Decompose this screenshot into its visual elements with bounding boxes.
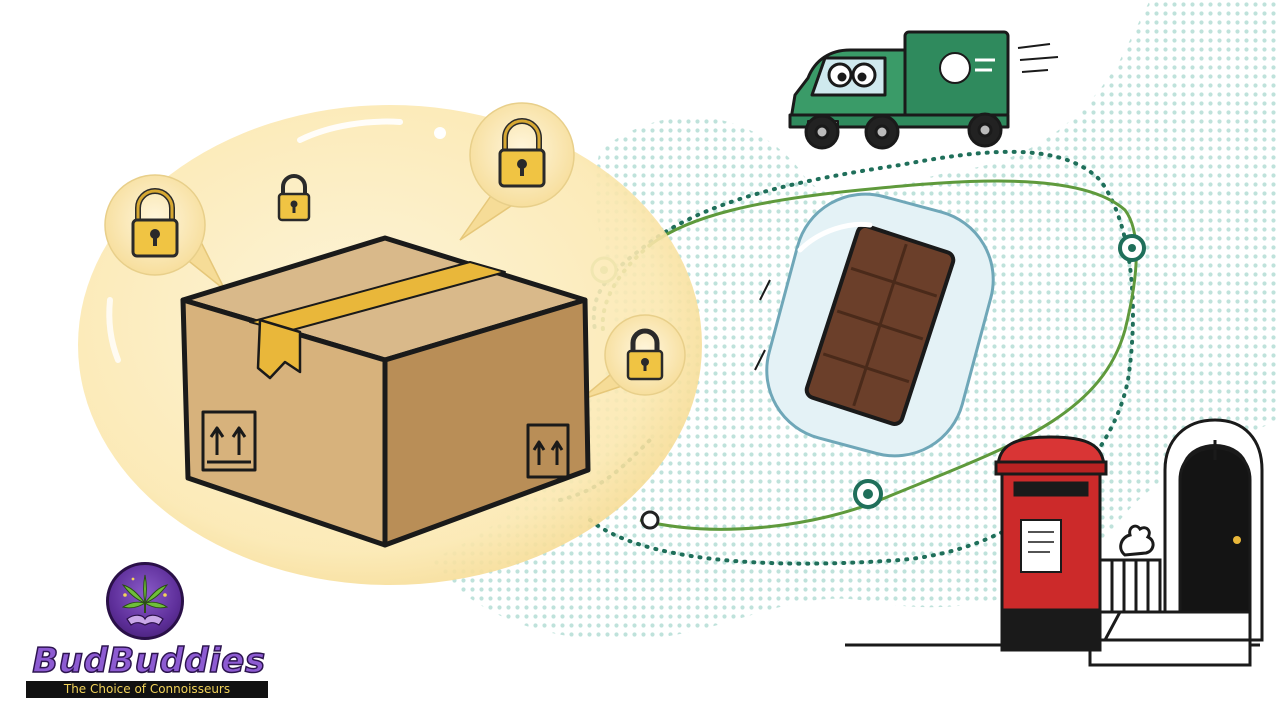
delivery-truck-icon bbox=[788, 30, 1059, 150]
brand-name: BudBuddies bbox=[32, 641, 266, 681]
parcel-box-icon bbox=[180, 235, 591, 548]
front-door-icon bbox=[1088, 418, 1264, 667]
lock-icon bbox=[277, 174, 311, 222]
lock-icon bbox=[459, 102, 575, 241]
cannabis-leaf-handshake-icon bbox=[106, 562, 184, 640]
lock-icon bbox=[104, 174, 226, 291]
postbox-icon bbox=[994, 435, 1108, 652]
vacuum-sealed-chocolate-icon bbox=[754, 192, 995, 458]
lock-icon bbox=[579, 314, 686, 401]
brand-block: BudBuddies The Choice of Connoisseurs bbox=[24, 558, 274, 703]
brand-tagline: The Choice of Connoisseurs bbox=[26, 681, 268, 698]
